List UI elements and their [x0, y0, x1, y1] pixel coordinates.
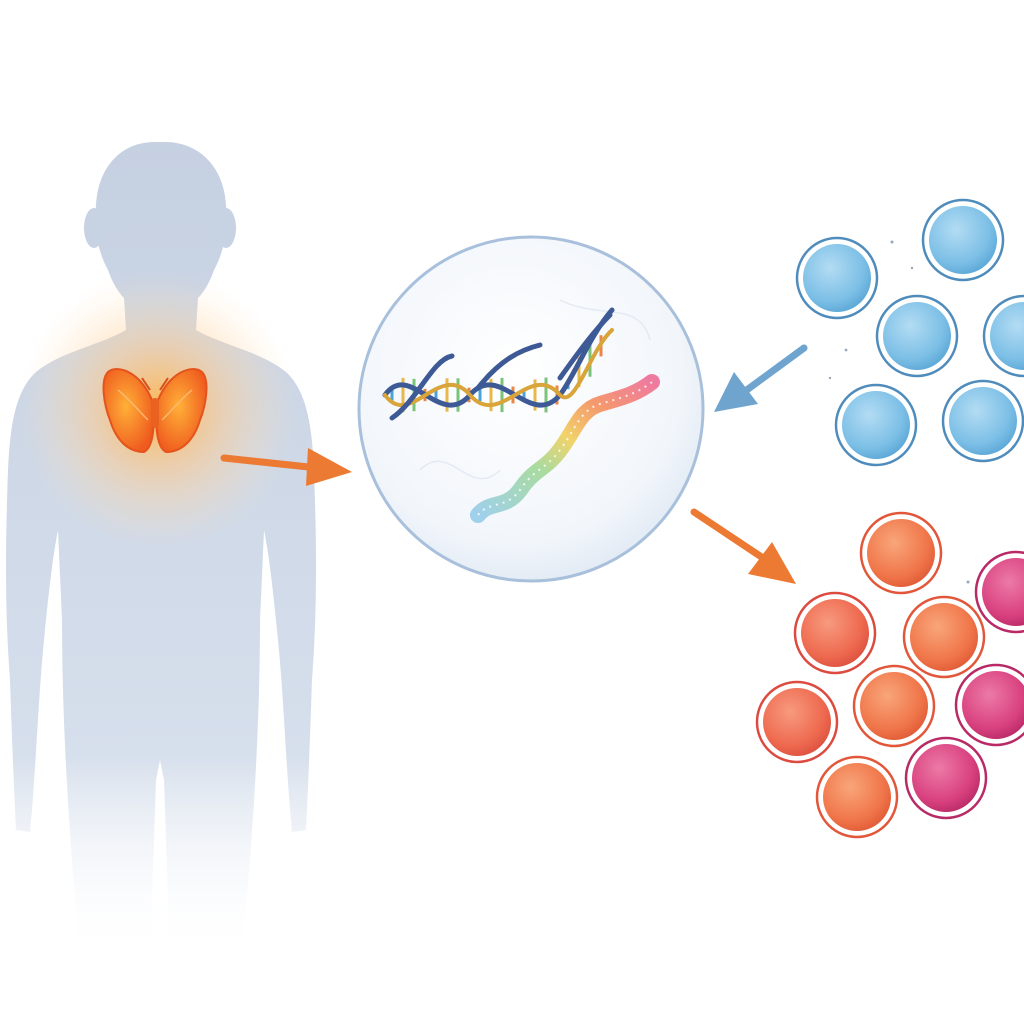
thyroid-gland-icon [102, 368, 208, 454]
dna-rna-circle-icon [357, 235, 705, 583]
debris-dots [828, 240, 970, 584]
blue-cell-cluster [795, 198, 1024, 467]
red-cell [801, 599, 869, 667]
blue-cell [929, 206, 997, 274]
blue-cell [990, 302, 1024, 370]
blue-cell [883, 302, 951, 370]
blue-cell [842, 391, 910, 459]
red-cell [912, 744, 980, 812]
rna-strand-icon [470, 374, 660, 523]
arrow-blue-cells-to-genetics [714, 344, 808, 412]
red-cell [867, 519, 935, 587]
red-cell [962, 671, 1024, 739]
blue-cell [803, 244, 871, 312]
red-cell [860, 672, 928, 740]
red-cell-cluster [755, 511, 1024, 839]
red-cell [763, 688, 831, 756]
arrow-thyroid-to-genetics [220, 448, 352, 486]
red-cell [982, 558, 1024, 626]
red-cell [910, 603, 978, 671]
arrow-genetics-to-red-cells [690, 508, 796, 584]
red-cell [823, 763, 891, 831]
human-silhouette-icon [6, 142, 316, 960]
blue-cell [949, 387, 1017, 455]
dna-helix-icon [382, 307, 615, 421]
